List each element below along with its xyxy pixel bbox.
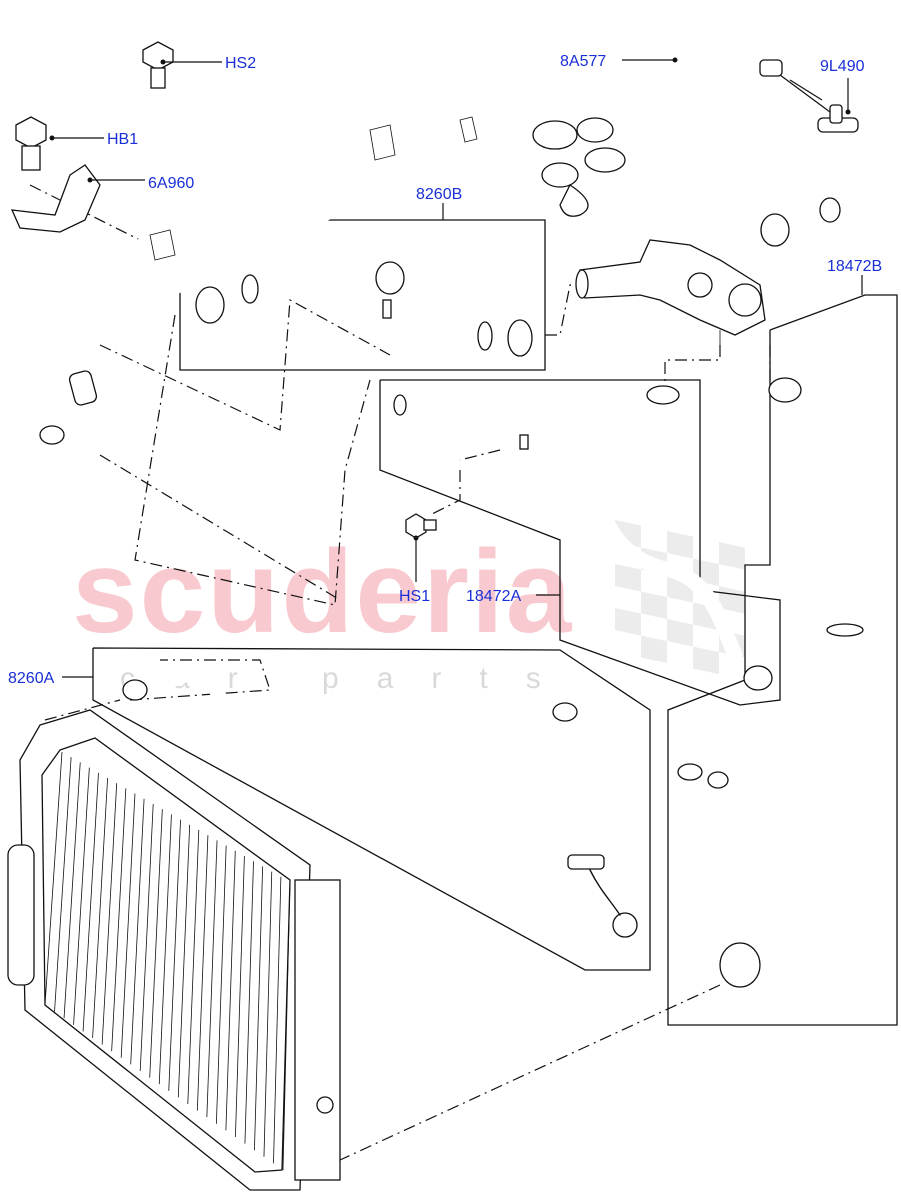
radiator-fin: [139, 803, 154, 1072]
frame-18472b: [667, 294, 898, 1026]
frame-8260b: [179, 219, 546, 371]
radiator-fin: [244, 861, 254, 1144]
frame-18472a: [379, 379, 781, 706]
callout-8260a: 8260A: [8, 670, 55, 687]
radiator-fin: [273, 876, 282, 1164]
thermostat-housing: [575, 239, 766, 348]
hose-clamp: [707, 771, 729, 789]
radiator: [7, 709, 341, 1191]
upper-coolant-hose-assembly: [7, 104, 626, 450]
radiator-fin: [149, 809, 163, 1078]
hose-clamp: [768, 377, 802, 403]
radiator-fin: [54, 757, 72, 1012]
callout-hs2: HS2: [225, 55, 256, 72]
radiator-fin: [111, 788, 127, 1052]
radiator-fin: [215, 845, 227, 1124]
hose-8260a: [122, 665, 640, 938]
radiator-fin: [177, 824, 191, 1098]
bolt-hs2: [142, 41, 174, 89]
radiator-fin: [73, 767, 90, 1025]
hose-clamp: [677, 763, 703, 781]
hose-clamp: [122, 679, 148, 701]
callout-8260b: 8260B: [416, 186, 462, 203]
radiator-fin: [254, 866, 264, 1151]
hose-18472b: [677, 377, 881, 988]
callout-18472b: 18472B: [827, 258, 882, 275]
leader-lines: [49, 57, 863, 678]
radiator-fin: [130, 798, 145, 1065]
radiator-fin: [196, 835, 209, 1111]
radiator-fin: [82, 772, 99, 1032]
radiator-fin: [168, 819, 181, 1091]
checkered-flag-icon: [615, 520, 745, 675]
callout-hs1: HS1: [399, 588, 430, 605]
tee-connector-9l490: [817, 104, 859, 133]
callout-6a960: 6A960: [148, 175, 194, 192]
radiator-fin: [187, 829, 200, 1105]
watermark-brand: scuderia: [72, 526, 573, 658]
hose-clamp: [195, 286, 225, 324]
radiator-fin: [282, 881, 291, 1171]
callout-8a577: 8A577: [560, 53, 606, 70]
bolt-hs1: [405, 513, 437, 539]
receiver-drier: [7, 844, 35, 986]
radiator-fin: [225, 850, 236, 1131]
hose-clamp: [743, 665, 773, 691]
assembly-lines: [29, 184, 771, 1161]
radiator-fin: [92, 777, 108, 1039]
radiator-fin: [235, 855, 245, 1138]
radiator-fin: [263, 871, 273, 1157]
hose-8a577: [656, 7, 843, 247]
radiator-fin: [120, 793, 136, 1058]
radiator-fin: [206, 840, 218, 1118]
radiator-fin: [63, 762, 81, 1019]
radiator-fins: [44, 751, 291, 1171]
hose-18472a: [392, 385, 773, 691]
callout-9l490: 9L490: [820, 58, 865, 75]
group-frames: [92, 219, 898, 1026]
radiator-side-tank: [294, 879, 341, 1181]
callout-hb1: HB1: [107, 131, 138, 148]
radiator-fin: [44, 751, 63, 1006]
callout-labels: HS2 HB1 6A960 8260B 8A577 9L490 18472B H…: [8, 53, 882, 687]
hose-connectors: [532, 117, 626, 217]
hose-clamp: [612, 912, 638, 938]
hose-clamp: [507, 319, 533, 357]
hose-8260b: [195, 249, 533, 357]
radiator-fin: [101, 783, 118, 1045]
hose-clamp: [826, 623, 864, 637]
bolt-hb1: [15, 116, 47, 171]
watermark: scuderia car parts: [72, 520, 745, 695]
radiator-fin: [158, 814, 172, 1085]
hose-clamp: [552, 702, 578, 722]
hose-clamp: [719, 942, 761, 988]
callout-18472a: 18472A: [466, 588, 521, 605]
frame-8260a: [92, 647, 651, 971]
hose-clamp: [646, 385, 680, 405]
bracket-6a960: [10, 164, 101, 233]
